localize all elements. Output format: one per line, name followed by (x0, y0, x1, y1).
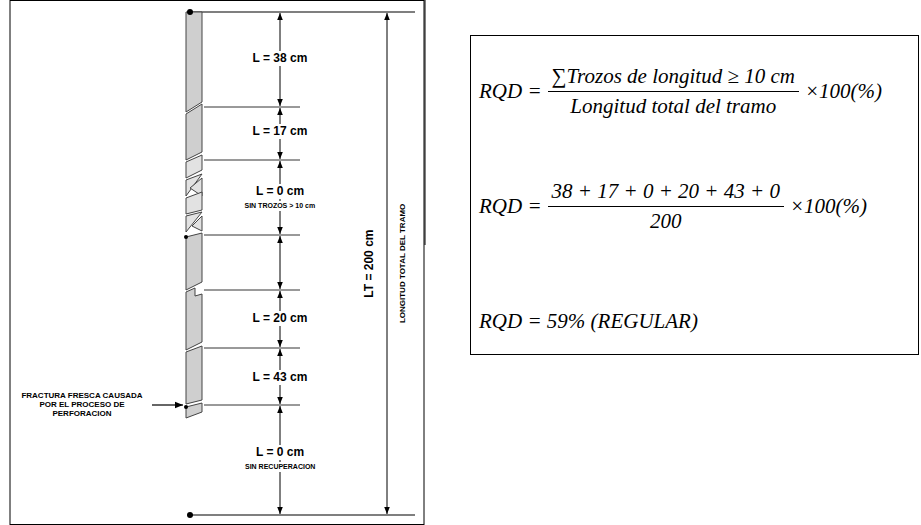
formula-text: Longitud total del tramo (548, 91, 799, 119)
total-length-note: LONGITUD TOTAL DEL TRAMO (398, 200, 409, 325)
segment-length: L = 0 cm (253, 445, 307, 460)
segment-length: L = 43 cm (250, 370, 311, 385)
panel-frame (10, 0, 425, 525)
fracture-note: FRACTURA FRESCA CAUSADA POR EL PROCESO D… (16, 392, 148, 418)
crushed-zone (186, 155, 202, 232)
fraction: 38 + 17 + 0 + 20 + 43 + 0200 (548, 179, 784, 234)
segment-note: SIN RECUPERACION (242, 462, 318, 472)
formula-row: RQD = 59% (REGULAR) (479, 309, 698, 334)
formula-text: RQD = (479, 194, 542, 219)
segment-length: L = 17 cm (250, 124, 311, 139)
boundary-dots (184, 9, 193, 518)
formula-text: 200 (548, 206, 784, 234)
formula-text: ×100(%) (790, 194, 867, 219)
leader-line (152, 404, 183, 405)
formula-text: ×100(%) (805, 79, 882, 104)
total-length: LT = 200 cm (363, 229, 376, 297)
core-pieces (186, 12, 202, 418)
formula-box: RQD =∑Trozos de longitud ≥ 10 cmLongitud… (470, 35, 919, 355)
formula-text: RQD = (479, 79, 542, 104)
boundary-lines (204, 107, 300, 405)
segment-dimensions (280, 13, 281, 514)
segment-length: L = 38 cm (250, 51, 311, 66)
segment-length: L = 20 cm (250, 311, 311, 326)
segment-note: SIN TROZOS > 10 cm (242, 201, 319, 211)
total-dimension (387, 13, 388, 514)
formula-row: RQD =38 + 17 + 0 + 20 + 43 + 0200×100(%) (479, 179, 867, 234)
formula-text: 38 + 17 + 0 + 20 + 43 + 0 (548, 179, 784, 206)
formula-text: ∑Trozos de longitud ≥ 10 cm (548, 64, 799, 91)
formula-text: RQD = 59% (REGULAR) (479, 309, 698, 334)
formula-row: RQD =∑Trozos de longitud ≥ 10 cmLongitud… (479, 64, 882, 119)
reference-lines (190, 12, 415, 515)
fraction: ∑Trozos de longitud ≥ 10 cmLongitud tota… (548, 64, 799, 119)
segment-length: L = 0 cm (253, 184, 307, 199)
